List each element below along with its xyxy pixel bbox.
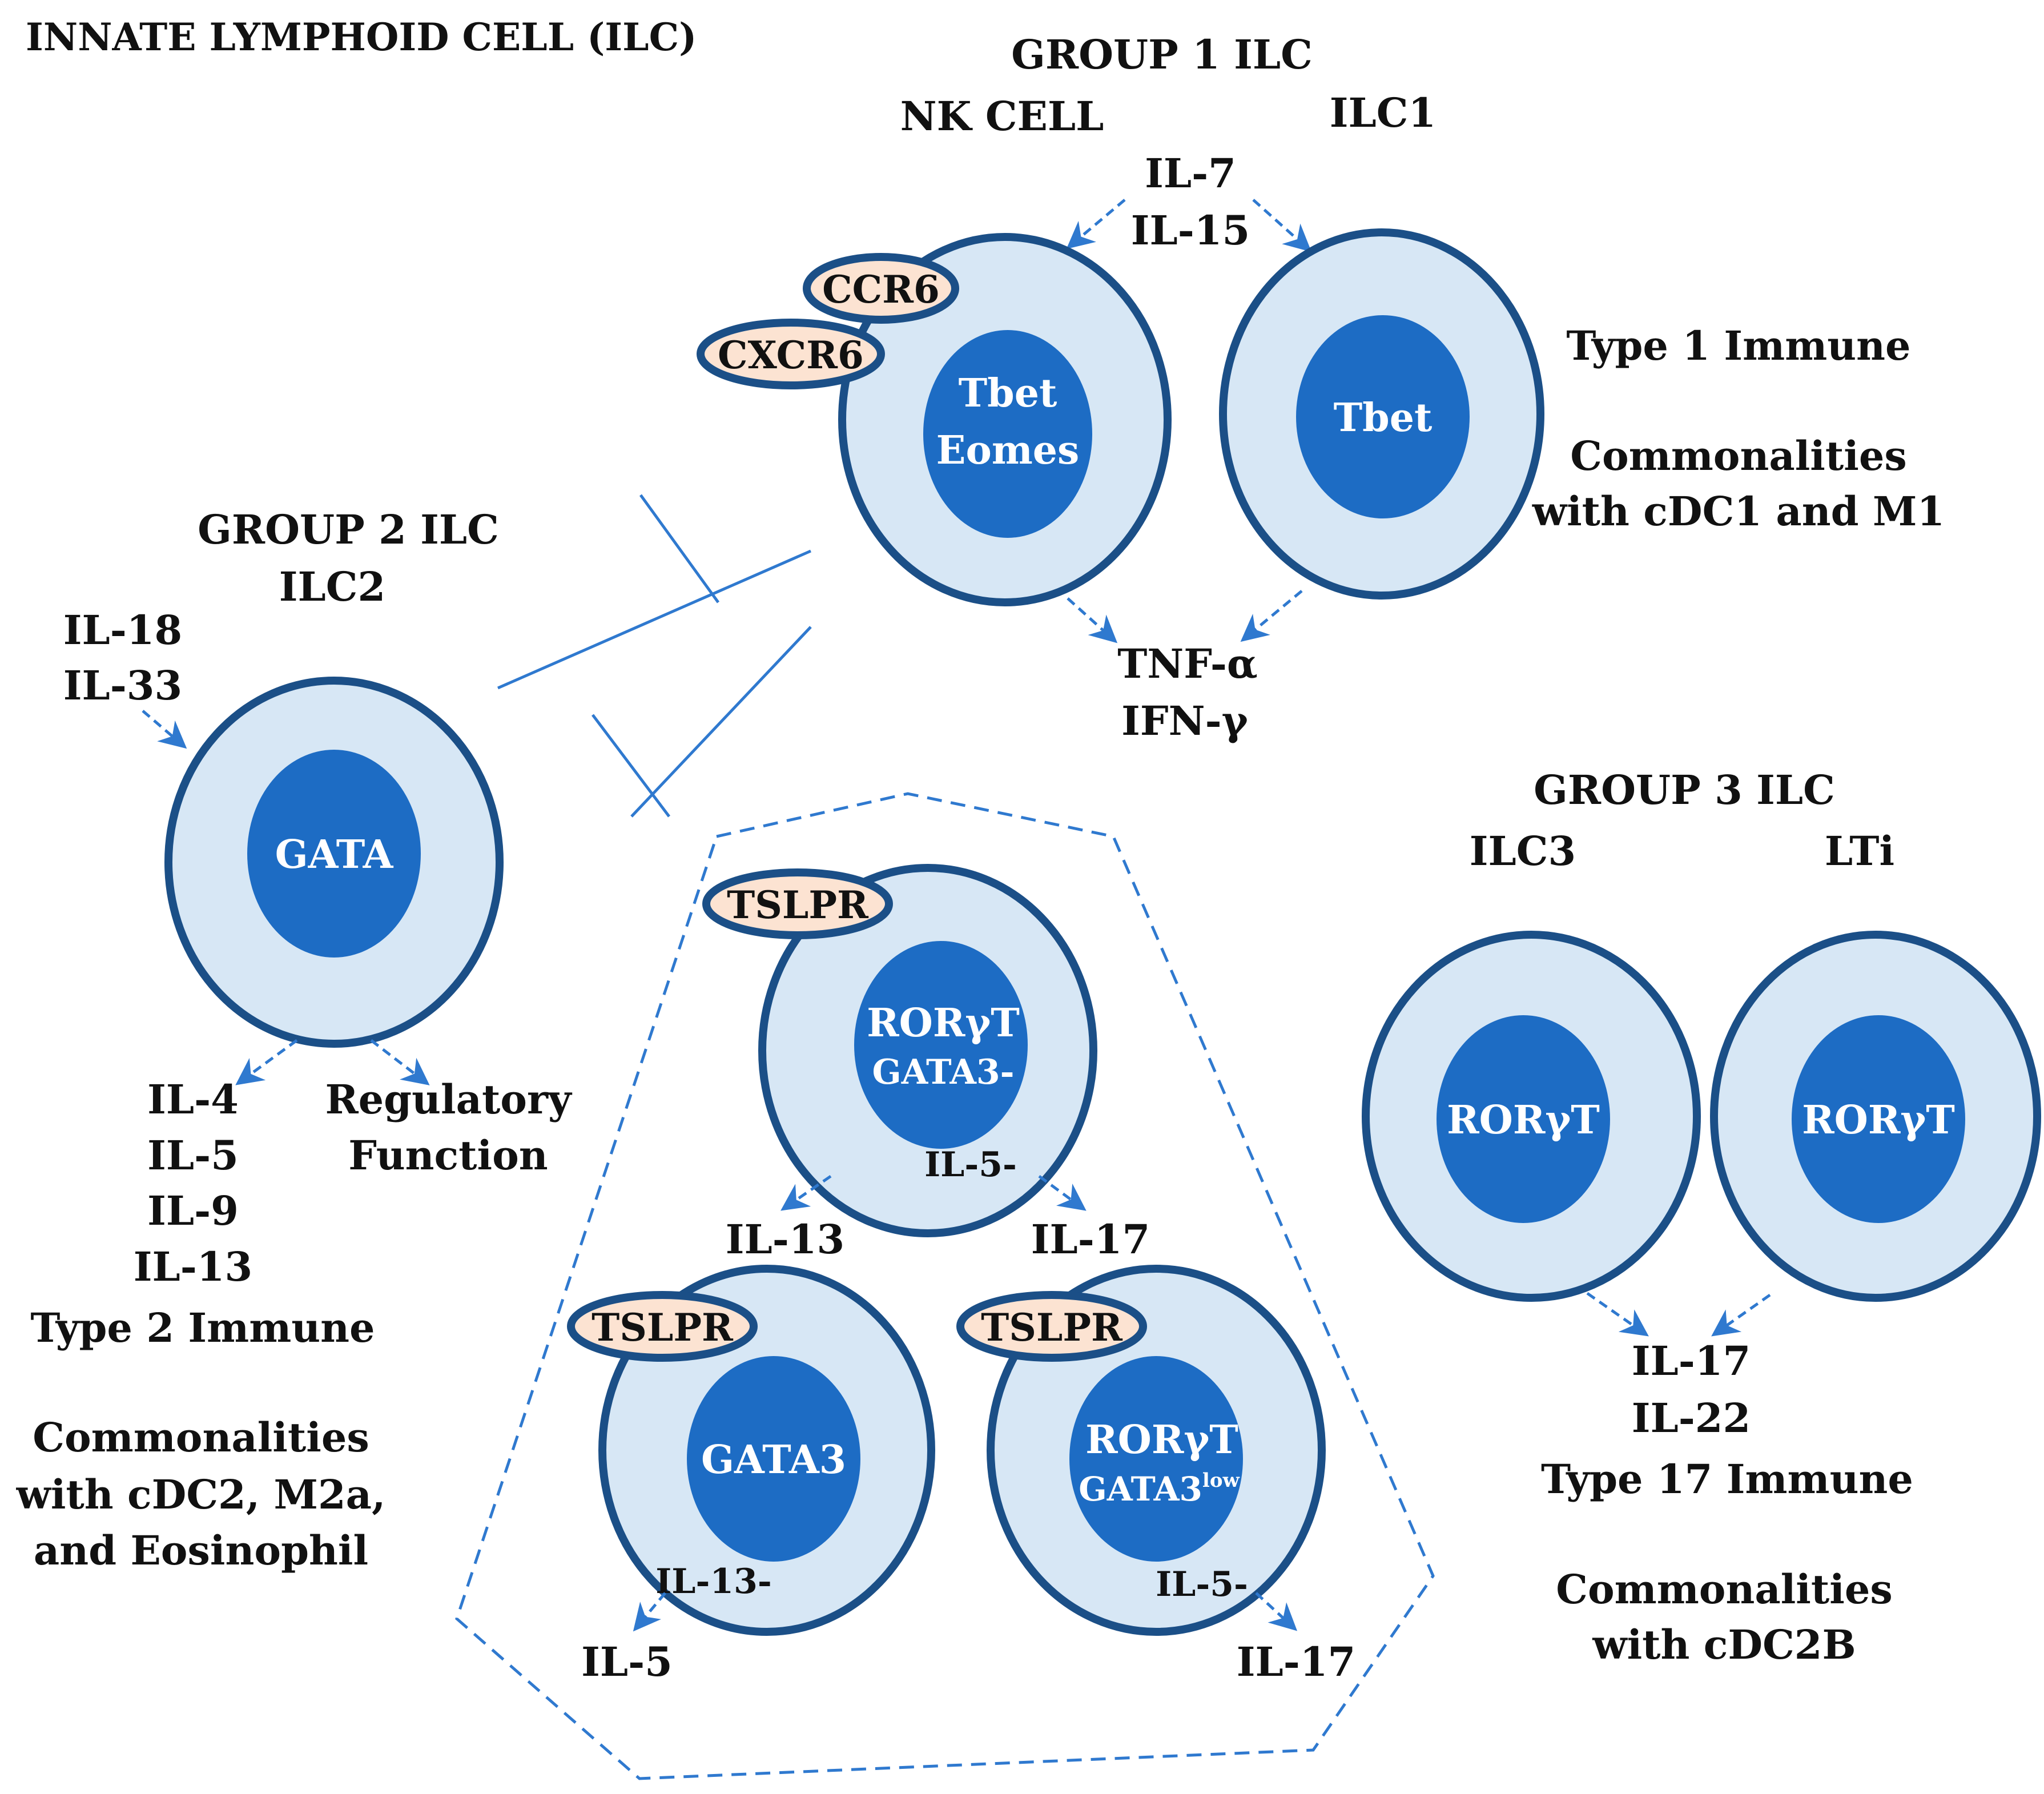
group3-heading: GROUP 3 ILC (1534, 766, 1835, 814)
plastic-right-nucleus (1069, 1356, 1243, 1562)
nk-nucleus-eomes: Eomes (936, 428, 1080, 473)
group2-input-il18: IL-18 (63, 606, 182, 654)
nk-cell-label: NK CELL (900, 92, 1104, 140)
arrow-to-nk (1066, 199, 1126, 250)
plastic-right-nucleus-gata3: GATA3low (1079, 1469, 1240, 1509)
arrow-nk-to-tnf (1067, 597, 1118, 643)
inhibition-bar-lower (592, 714, 670, 818)
plastic-left-out-il5: IL-5 (581, 1638, 673, 1686)
receptor-ccr6-label: CCR6 (822, 267, 940, 312)
group1-type: Type 1 Immune (1566, 322, 1910, 369)
group1-input-il15: IL-15 (1131, 207, 1250, 254)
group3-output-il22: IL-22 (1632, 1394, 1751, 1442)
plastic-top-out-il13: IL-13 (726, 1216, 844, 1263)
group2-commonalities-2: with cDC2, M2a, (16, 1471, 386, 1518)
group1-commonalities-1: Commonalities (1570, 432, 1907, 480)
group2-output-il5: IL-5 (147, 1132, 239, 1179)
group2-regulatory-2: Function (348, 1132, 548, 1179)
receptor-cxcr6: CXCR6 (697, 319, 885, 389)
receptor-ccr6: CCR6 (803, 253, 959, 324)
group3-output-il17: IL-17 (1632, 1337, 1751, 1385)
nk-nucleus (923, 330, 1092, 538)
group2-output-il9: IL-9 (147, 1187, 239, 1234)
page-title: INNATE LYMPHOID CELL (ILC) (26, 15, 697, 59)
group2-commonalities-3: and Eosinophil (34, 1527, 368, 1574)
group1-input-il7: IL-7 (1145, 150, 1236, 197)
ilc3-nucleus-ror: RORγT (1447, 1097, 1600, 1143)
inhibition-line-lower (630, 626, 812, 818)
receptor-tslpr-right: TSLPR (956, 1291, 1147, 1362)
plastic-right-out-il17: IL-17 (1237, 1638, 1355, 1686)
inhibition-line-upper (497, 549, 812, 690)
plastic-top-nucleus-gata3: GATA3- (872, 1052, 1014, 1092)
ilc1-cell: Tbet (1219, 228, 1544, 600)
nk-cell: Tbet Eomes (838, 233, 1172, 606)
plastic-top-out-il17: IL-17 (1031, 1216, 1150, 1263)
inhibition-bar-upper (639, 494, 720, 604)
arrow-right-to-il17 (1255, 1592, 1298, 1631)
ilc3-cell: RORγT (1362, 931, 1701, 1302)
group1-output-tnf: TNF-α (1117, 640, 1258, 687)
lti-cell: RORγT (1710, 931, 2041, 1302)
plastic-top-nucleus-ror: RORγT (867, 1000, 1020, 1046)
lti-label: LTi (1825, 827, 1894, 875)
nk-nucleus-tbet: Tbet (959, 371, 1057, 416)
plastic-left-nucleus (687, 1356, 860, 1562)
receptor-tslpr-top-label: TSLPR (727, 883, 869, 927)
group2-type: Type 2 Immune (30, 1304, 375, 1351)
arrow-top-to-il13 (780, 1174, 832, 1211)
arrow-ilc3-to-outputs (1586, 1292, 1649, 1337)
ilc2-cell: GATA (164, 677, 504, 1048)
ilc2-nucleus (247, 750, 421, 958)
plastic-top-nucleus (854, 941, 1028, 1149)
receptor-tslpr-top: TSLPR (702, 868, 893, 939)
ilc2-label: ILC2 (279, 563, 385, 610)
group3-commonalities-2: with cDC2B (1592, 1621, 1856, 1668)
group1-heading: GROUP 1 ILC (1011, 31, 1313, 78)
group2-heading: GROUP 2 ILC (198, 506, 499, 553)
group2-output-il4: IL-4 (147, 1076, 239, 1123)
plastic-cell-top: RORγT GATA3- IL-5- (758, 864, 1097, 1237)
plastic-right-nucleus-ror: RORγT (1085, 1417, 1238, 1463)
arrow-lti-to-outputs (1711, 1293, 1771, 1337)
group2-input-il33: IL-33 (63, 662, 182, 709)
arrow-ilc2-to-outputs (235, 1039, 298, 1085)
arrow-left-to-il5 (633, 1592, 666, 1632)
group3-type: Type 17 Immune (1541, 1455, 1913, 1503)
plastic-right-nucleus-gata3-main: GATA3 (1079, 1470, 1202, 1509)
group3-commonalities-1: Commonalities (1556, 1566, 1893, 1613)
receptor-tslpr-left-label: TSLPR (592, 1305, 734, 1350)
arrow-ilc1-to-tnf (1240, 590, 1303, 642)
group2-regulatory-1: Regulatory (325, 1076, 572, 1123)
ilc1-label: ILC1 (1330, 89, 1436, 136)
receptor-tslpr-left: TSLPR (567, 1291, 758, 1362)
arrow-top-to-il17 (1038, 1174, 1087, 1211)
group2-commonalities-1: Commonalities (33, 1414, 369, 1461)
receptor-cxcr6-label: CXCR6 (718, 333, 864, 377)
group1-output-ifn: IFN-γ (1121, 697, 1248, 745)
lti-nucleus (1792, 1015, 1965, 1223)
ilc2-nucleus-gata: GATA (275, 832, 394, 878)
arrow-to-ilc2 (142, 710, 187, 749)
ilc3-nucleus (1437, 1015, 1610, 1223)
plastic-top-neg: IL-5- (924, 1145, 1017, 1185)
ilc1-nucleus (1296, 315, 1470, 518)
receptor-tslpr-right-label: TSLPR (981, 1305, 1123, 1350)
ilc3-label: ILC3 (1470, 827, 1576, 875)
lti-nucleus-ror: RORγT (1802, 1097, 1955, 1143)
group2-output-il13: IL-13 (134, 1243, 252, 1290)
plastic-left-nucleus-gata3: GATA3 (701, 1437, 846, 1483)
plastic-right-nucleus-gata3-sup: low (1202, 1469, 1240, 1492)
plastic-left-neg: IL-13- (655, 1562, 772, 1602)
ilc1-nucleus-tbet: Tbet (1334, 395, 1433, 441)
arrow-ilc2-to-regulatory (370, 1039, 430, 1085)
group1-commonalities-2: with cDC1 and M1 (1532, 488, 1945, 535)
plastic-right-neg: IL-5- (1156, 1564, 1248, 1604)
arrow-to-ilc1 (1252, 199, 1312, 252)
